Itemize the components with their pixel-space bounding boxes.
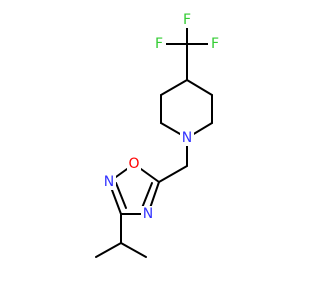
bond-n2-c3-double xyxy=(115,182,127,209)
bond-ch-me-right xyxy=(120,242,147,258)
f-right-bg xyxy=(208,36,222,52)
f-left-bg xyxy=(152,36,166,52)
atom-n-piperidine: N xyxy=(182,130,192,146)
n-piperidine-bg xyxy=(180,130,194,146)
bond-n4-c5-double xyxy=(141,182,153,209)
atom-n-oxadiazole-left: N xyxy=(104,174,114,190)
atom-f-right: F xyxy=(211,36,219,52)
bond-ch2-oxadiazole xyxy=(158,165,188,183)
n-ring-left-bg xyxy=(102,174,116,190)
bond-pip-c5-c4 xyxy=(160,79,188,96)
molecule-structure: F F F N O N N xyxy=(95,12,222,258)
bond-ch-me-left xyxy=(95,242,122,258)
o-ring-bg xyxy=(127,156,141,172)
atom-f-left: F xyxy=(155,36,163,52)
atom-f-top: F xyxy=(183,12,191,28)
f-top-bg xyxy=(180,12,194,28)
n-ring-bottom-bg xyxy=(141,206,155,222)
bond-pip-c4-c3 xyxy=(186,79,213,96)
atom-n-oxadiazole-bottom: N xyxy=(143,206,153,222)
atom-o-oxadiazole: O xyxy=(128,156,139,172)
